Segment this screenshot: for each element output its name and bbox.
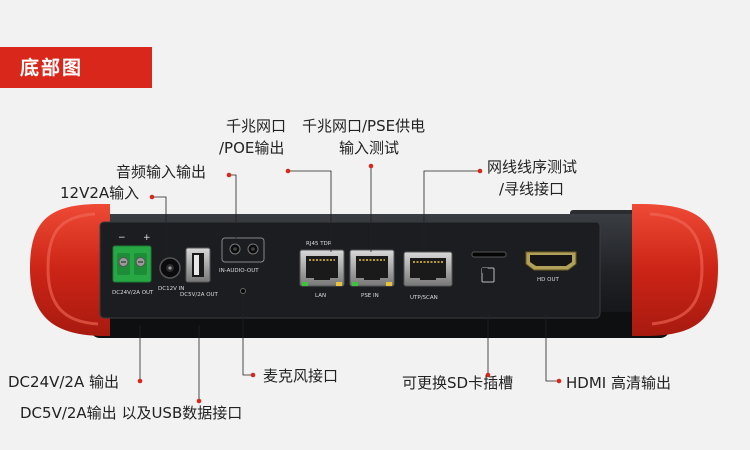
audio-ports bbox=[221, 237, 265, 263]
dc12v-panel-label: DC12V IN bbox=[158, 286, 184, 292]
banner-underline bbox=[0, 86, 152, 88]
rj45-panel-label: RJ45 TDR bbox=[306, 241, 332, 247]
label-mic: 麦克风接口 bbox=[263, 367, 339, 385]
section-banner: 底部图 bbox=[0, 47, 152, 87]
leader-lines bbox=[139, 166, 559, 401]
mic-hole bbox=[240, 288, 246, 294]
audio-panel-label: IN-AUDIO-OUT bbox=[219, 268, 259, 274]
label-poe-out-line1: 千兆网口 bbox=[226, 117, 287, 135]
right-bumper bbox=[632, 204, 718, 336]
top-ridge bbox=[570, 210, 650, 226]
label-cable-tracer-line1: 网线线序测试 bbox=[487, 158, 578, 176]
label-dc24v-out: DC24V/2A 输出 bbox=[8, 373, 119, 391]
utp-panel-label: UTP/SCAN bbox=[410, 295, 438, 301]
dc24v-terminal bbox=[112, 245, 152, 283]
hdmi-panel-label: HD OUT bbox=[537, 277, 559, 283]
dc24v-panel-label: DC24V/2A OUT bbox=[112, 290, 154, 296]
front-panel bbox=[99, 221, 601, 319]
pse-panel-label: PSE IN bbox=[361, 293, 379, 299]
label-audio-io: 音频输入输出 bbox=[116, 163, 207, 181]
hdmi-port bbox=[525, 251, 577, 271]
label-dc5v-usb: DC5V/2A输出 以及USB数据接口 bbox=[20, 404, 243, 422]
label-sd-slot: 可更换SD卡插槽 bbox=[402, 374, 514, 392]
label-cable-tracer-line2: /寻线接口 bbox=[499, 180, 565, 198]
usb-port bbox=[185, 247, 211, 283]
lan-port bbox=[299, 249, 345, 287]
label-pse-in-line1: 千兆网口/PSE供电 bbox=[302, 117, 426, 135]
label-poe-out-line2: /POE输出 bbox=[219, 139, 285, 157]
section-title: 底部图 bbox=[20, 57, 84, 79]
pse-port bbox=[349, 249, 395, 287]
label-pse-in-line2: 输入测试 bbox=[339, 139, 400, 157]
dc12v-jack bbox=[159, 257, 181, 279]
device-bottom-lip bbox=[90, 312, 670, 338]
lan-panel-label: LAN bbox=[315, 293, 326, 299]
left-bumper bbox=[30, 204, 110, 336]
label-dc12v-in: 12V2A输入 bbox=[60, 184, 140, 202]
terminal-plus-sign: + bbox=[143, 233, 151, 243]
label-hdmi-out: HDMI 高清输出 bbox=[566, 374, 671, 392]
leader-dots bbox=[137, 163, 562, 404]
device-body bbox=[80, 214, 680, 332]
dc5v-panel-label: DC5V/2A OUT bbox=[180, 292, 219, 298]
terminal-minus-sign: − bbox=[118, 233, 126, 243]
sd-card-slot bbox=[471, 251, 507, 283]
utp-scan-port bbox=[403, 251, 453, 287]
